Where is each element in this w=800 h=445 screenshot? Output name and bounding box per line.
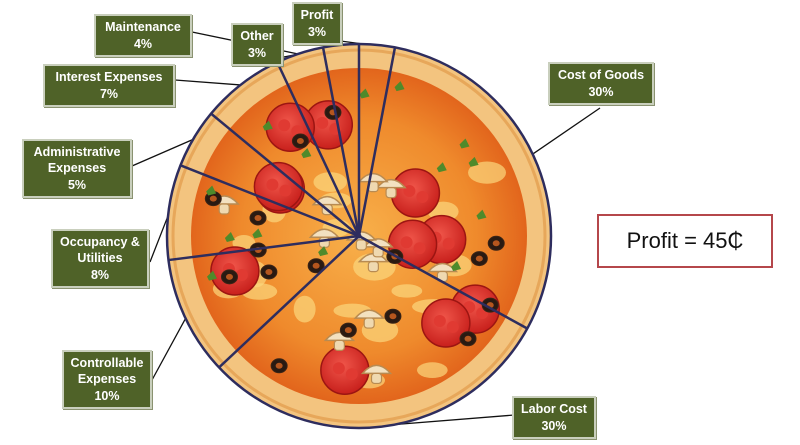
herb-topping — [459, 138, 470, 149]
herb-topping — [394, 81, 405, 92]
slice-percent: 5% — [67, 178, 87, 192]
slice-divider — [218, 235, 360, 369]
label-other: Other 3% — [231, 23, 283, 66]
olive-center — [225, 273, 233, 280]
label-occupancy-utilities: Occupancy & Utilities 8% — [51, 229, 149, 288]
label-maintenance: Maintenance 4% — [94, 14, 192, 57]
label-controllable-expenses: Controllable Expenses 10% — [62, 350, 152, 409]
slice-label: Interest Expenses — [55, 70, 163, 84]
slice-percent: 8% — [90, 268, 110, 282]
slice-percent: 7% — [99, 87, 119, 101]
tomato-topping — [320, 345, 370, 395]
herb-topping — [476, 209, 487, 220]
slice-divider — [168, 234, 360, 262]
label-interest-expenses: Interest Expenses 7% — [43, 64, 175, 107]
slice-label: Occupancy & Utilities — [60, 235, 140, 265]
leader-line — [151, 317, 187, 381]
mushroom-topping — [208, 195, 240, 215]
leader-line — [149, 211, 171, 263]
olive-center — [475, 255, 483, 262]
slice-label: Profit — [300, 8, 334, 22]
slice-divider — [180, 164, 360, 238]
herb-topping — [318, 246, 329, 257]
slice-percent: 10% — [94, 389, 120, 403]
slice-divider — [321, 47, 361, 237]
pizza-toppings — [204, 81, 506, 395]
herb-topping — [436, 162, 447, 173]
slice-divider — [210, 112, 360, 237]
slice-label: Cost of Goods — [557, 68, 645, 82]
slice-percent: 3% — [247, 46, 267, 60]
herb-topping — [468, 156, 479, 167]
mushroom-topping — [426, 262, 459, 283]
slice-divider — [276, 61, 361, 237]
olive-center — [389, 313, 397, 320]
label-administrative-expenses: Administrative Expenses 5% — [22, 139, 132, 198]
herb-topping — [206, 185, 217, 196]
herb-topping — [224, 231, 235, 242]
slice-label: Other — [240, 29, 274, 43]
label-profit: Profit 3% — [292, 2, 342, 45]
herb-topping — [252, 228, 263, 239]
mushroom-topping — [323, 331, 356, 351]
mushroom-topping — [353, 309, 385, 329]
olive-center — [344, 327, 352, 334]
cheese-topping — [416, 362, 448, 379]
slice-label: Administrative Expenses — [33, 145, 121, 175]
slice-label: Maintenance — [105, 20, 181, 34]
label-cost-of-goods: Cost of Goods 30% — [548, 62, 654, 105]
herb-topping — [262, 120, 273, 131]
olive-center — [265, 268, 273, 275]
profit-callout: Profit = 45₵ — [597, 214, 773, 268]
slice-percent: 30% — [588, 85, 614, 99]
cheese-topping — [468, 161, 506, 184]
olive-center — [492, 240, 500, 247]
olive-center — [296, 138, 304, 145]
slice-label: Labor Cost — [521, 402, 587, 416]
leader-line — [174, 79, 242, 86]
leader-line — [131, 138, 195, 167]
tomato-topping — [421, 298, 471, 348]
olive-center — [254, 214, 262, 221]
mushroom-topping — [375, 178, 407, 199]
pie-center — [356, 233, 362, 239]
slice-dividers — [168, 44, 528, 369]
olive-center — [275, 362, 283, 369]
slice-percent: 3% — [307, 25, 327, 39]
tomato-topping — [210, 246, 260, 296]
profit-callout-text: Profit = 45₵ — [626, 228, 744, 253]
mushroom-topping — [360, 364, 393, 385]
slice-divider — [358, 234, 528, 330]
cheese-topping — [293, 295, 316, 323]
herb-topping — [206, 270, 217, 281]
herb-topping — [301, 148, 312, 159]
cheese-topping — [391, 284, 423, 298]
leader-line — [531, 107, 601, 156]
olive-center — [209, 195, 217, 202]
slice-divider — [357, 47, 397, 237]
slice-percent: 4% — [133, 37, 153, 51]
mushroom-topping — [357, 172, 389, 193]
tomato-topping — [390, 168, 441, 218]
herb-topping — [359, 88, 370, 99]
slice-percent: 30% — [541, 419, 567, 433]
cheese-topping — [313, 172, 347, 192]
olive-center — [312, 262, 320, 269]
herb-topping — [451, 261, 462, 272]
slice-label: Controllable Expenses — [70, 356, 144, 386]
label-labor-cost: Labor Cost 30% — [512, 396, 596, 439]
olive-center — [464, 335, 472, 342]
